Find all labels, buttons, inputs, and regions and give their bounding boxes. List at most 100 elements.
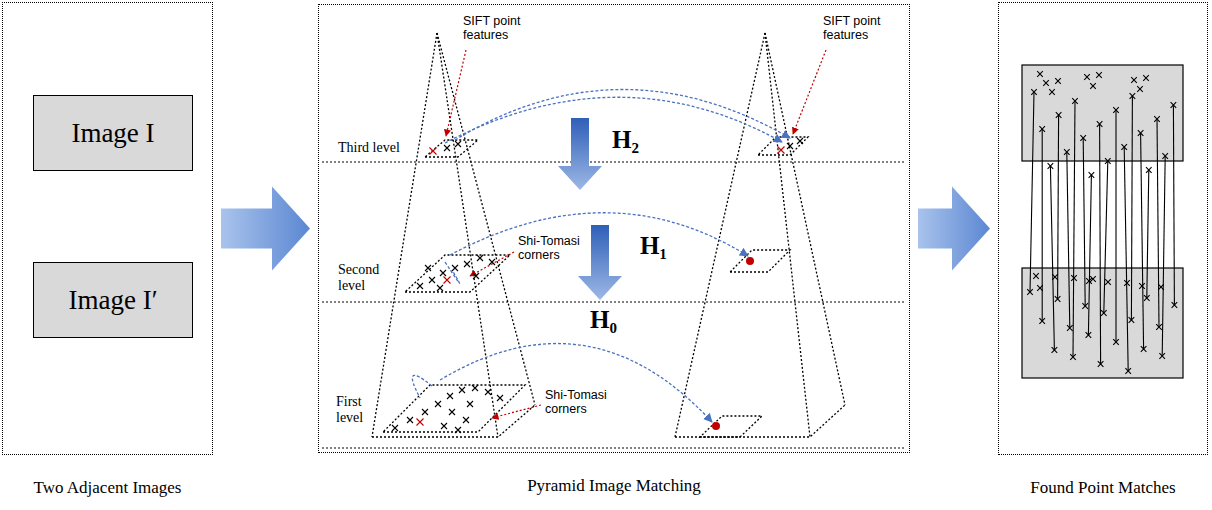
level-label: Second level <box>338 262 390 294</box>
point-mark <box>1072 98 1078 104</box>
point-mark <box>778 147 785 154</box>
point-mark <box>1113 339 1119 345</box>
matched-point <box>712 257 754 430</box>
point-mark <box>455 141 461 147</box>
feature-label: Shi-Tomasi corners <box>545 388 623 417</box>
point-mark <box>1138 130 1144 136</box>
point-mark <box>1064 149 1070 155</box>
point-mark <box>1067 325 1073 331</box>
point-mark <box>447 393 453 399</box>
match-line <box>1131 96 1132 320</box>
point-mark <box>1096 72 1102 78</box>
point-mark <box>1121 144 1127 150</box>
point-mark <box>440 270 446 276</box>
match-line <box>1073 101 1075 357</box>
point-mark <box>1141 346 1147 352</box>
homography-label: H₁ <box>640 232 667 261</box>
image-box: Image I <box>33 95 193 171</box>
panel-caption: Pyramid Image Matching <box>319 476 909 496</box>
point-mark <box>1097 121 1103 127</box>
level-label: First level <box>336 394 376 426</box>
point-mark <box>467 401 473 407</box>
point-mark <box>1037 71 1043 77</box>
panel: Pyramid Image Matching <box>318 4 910 453</box>
match-line <box>1115 110 1116 342</box>
point-mark <box>422 409 428 415</box>
point-mark <box>429 277 435 283</box>
point-mark <box>787 143 793 149</box>
point-mark <box>444 145 450 151</box>
point-mark <box>449 409 455 415</box>
point-mark <box>485 389 491 395</box>
point-mark <box>1027 289 1033 295</box>
point-marks <box>392 71 1177 433</box>
point-mark <box>1139 283 1145 289</box>
point-mark <box>444 277 451 284</box>
panel-caption: Found Point Matches <box>999 478 1207 498</box>
point-mark <box>473 273 479 279</box>
point-mark <box>477 255 483 261</box>
point-mark <box>435 401 441 407</box>
point-mark <box>1113 107 1119 113</box>
point-mark <box>1055 78 1061 84</box>
point-mark <box>1154 116 1160 122</box>
point-mark <box>425 265 431 271</box>
point-mark <box>459 387 465 393</box>
match-line <box>1162 156 1165 356</box>
point-mark <box>464 261 470 267</box>
homography-label: H₂ <box>612 126 639 155</box>
point-mark <box>417 419 424 426</box>
point-mark <box>452 265 458 271</box>
leader-line <box>446 50 826 418</box>
feature-label: SIFT point features <box>463 14 545 43</box>
point-mark <box>417 283 423 289</box>
point-mark <box>430 148 437 155</box>
homography-label: H₀ <box>590 306 617 335</box>
point-mark <box>1146 167 1152 173</box>
point-mark <box>472 385 478 391</box>
point-mark <box>1082 303 1088 309</box>
match-line <box>1173 105 1174 305</box>
point-mark <box>1052 274 1058 280</box>
match-line <box>1088 175 1091 335</box>
panel: Two Adjacent ImagesImage IImage I′ <box>2 2 213 455</box>
point-mark <box>1090 276 1096 282</box>
feature-label: SIFT point features <box>823 14 905 43</box>
point-mark <box>1039 126 1045 132</box>
point-mark <box>1080 135 1086 141</box>
flow-arrow <box>221 187 310 271</box>
point-mark <box>797 138 803 144</box>
left-pyramid <box>372 33 535 437</box>
matching-arc <box>412 89 790 422</box>
point-mark <box>463 417 469 423</box>
image-label: Image I <box>71 118 154 149</box>
point-mark <box>1105 279 1111 285</box>
point-mark <box>1049 89 1055 95</box>
right-pyramid <box>675 33 845 437</box>
point-mark <box>1071 275 1077 281</box>
point-mark <box>1089 172 1095 178</box>
point-mark <box>1143 75 1149 81</box>
panel-caption: Two Adjacent Images <box>3 478 212 498</box>
matched-image <box>1022 65 1183 378</box>
match-line <box>1050 166 1054 350</box>
panel: Found Point Matches <box>998 2 1208 455</box>
point-mark <box>437 285 443 291</box>
point-mark <box>1158 284 1164 290</box>
point-mark <box>1162 153 1168 159</box>
feature-label: Shi-Tomasi corners <box>518 234 596 263</box>
point-mark <box>1052 347 1058 353</box>
point-mark <box>1033 273 1039 279</box>
match-line <box>1141 133 1144 349</box>
point-mark <box>1159 353 1165 359</box>
flow-arrow <box>918 187 990 271</box>
match-line <box>1147 170 1149 298</box>
point-mark <box>1156 324 1162 330</box>
point-mark <box>1070 354 1076 360</box>
image-box: Image I′ <box>33 262 193 338</box>
point-mark <box>489 259 495 265</box>
image-label: Image I′ <box>68 285 157 316</box>
point-mark <box>1101 310 1107 316</box>
point-mark <box>1144 295 1150 301</box>
